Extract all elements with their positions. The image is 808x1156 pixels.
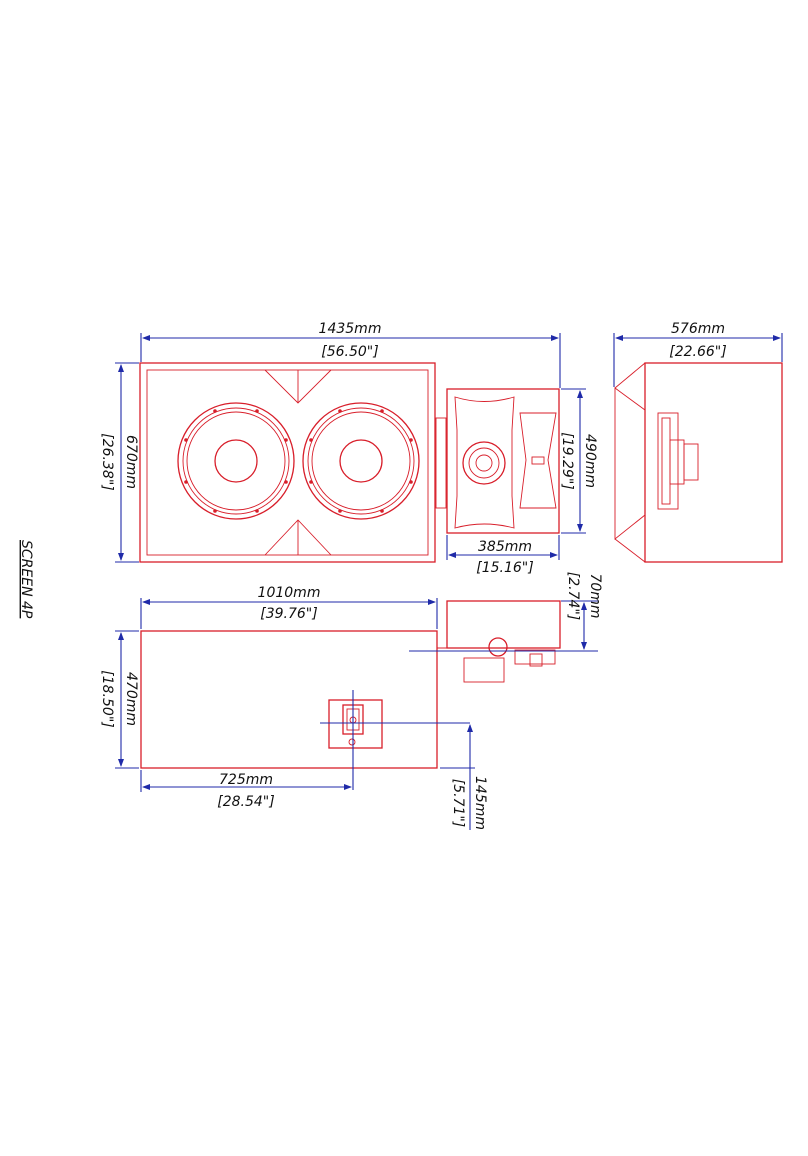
overall-width-mm: 1435mm <box>319 321 382 337</box>
top-view <box>140 600 598 790</box>
mount-offset-mm: 145mm <box>472 776 488 830</box>
mid-height-in: [19.29"] <box>559 432 575 489</box>
mid-height-mm: 490mm <box>582 434 598 488</box>
mount-x-mm: 725mm <box>219 772 273 788</box>
dimension-lines <box>115 333 783 830</box>
mount-offset-in: [5.71"] <box>450 779 466 828</box>
top-depth-mm: 470mm <box>123 672 139 726</box>
top-depth-in: [18.50"] <box>99 670 115 727</box>
side-depth-in: [22.66"] <box>669 344 726 360</box>
top-width-mm: 1010mm <box>258 585 321 601</box>
overall-height-in: [26.38"] <box>99 433 115 490</box>
mount-x-in: [28.54"] <box>217 794 274 810</box>
cabinet-connector <box>435 417 447 509</box>
mid-width-in: [15.16"] <box>476 560 533 576</box>
side-view <box>614 362 783 563</box>
front-view-mid-high-unit <box>446 388 560 534</box>
left-woofer <box>177 402 295 520</box>
mid-width-mm: 385mm <box>478 539 532 555</box>
front-view-woofer-cabinet <box>139 362 436 563</box>
overall-height-mm: 670mm <box>123 435 139 489</box>
top-unit-mm: 70mm <box>587 573 603 618</box>
top-unit-in: [2.74"] <box>565 572 581 621</box>
top-width-in: [39.76"] <box>260 606 317 622</box>
right-woofer <box>302 402 420 520</box>
overall-width-in: [56.50"] <box>321 344 378 360</box>
sheet-title: SCREEN 4P <box>18 540 34 619</box>
side-depth-mm: 576mm <box>671 321 725 337</box>
